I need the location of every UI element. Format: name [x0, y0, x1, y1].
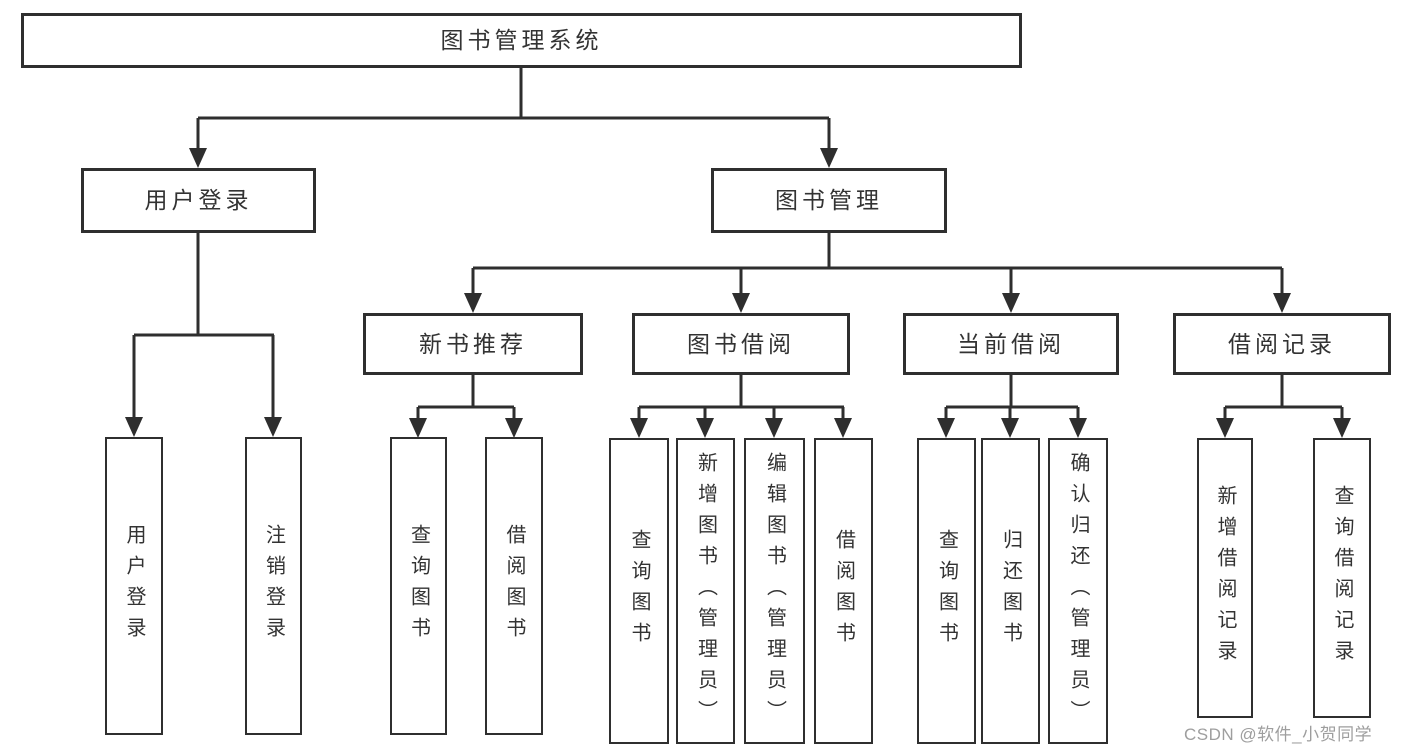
node-leaf-query-book-current-label: 查询图书 [935, 529, 958, 653]
node-book-borrow: 图书借阅 [632, 313, 850, 375]
arrow-down-icon [1216, 418, 1234, 438]
watermark-text: CSDN @软件_小贺同学 [1184, 725, 1373, 744]
arrow-down-icon [409, 418, 427, 438]
node-leaf-borrow-book: 借阅图书 [814, 438, 873, 744]
node-leaf-user-login: 用户登录 [105, 437, 163, 735]
node-current-borrow: 当前借阅 [903, 313, 1119, 375]
node-root: 图书管理系统 [21, 13, 1022, 68]
node-book-mgmt: 图书管理 [711, 168, 947, 233]
arrow-down-icon [464, 293, 482, 313]
node-leaf-query-book-borrow: 查询图书 [609, 438, 669, 744]
arrow-down-icon [1273, 293, 1291, 313]
node-leaf-query-book-borrow-label: 查询图书 [628, 529, 650, 653]
node-leaf-add-borrow-record-label: 新增借阅记录 [1214, 485, 1236, 671]
node-leaf-edit-book-label: 编辑图书（管理员） [763, 451, 786, 731]
node-leaf-query-borrow-record-label: 查询借阅记录 [1331, 485, 1353, 671]
node-leaf-query-book-rec-label: 查询图书 [407, 524, 430, 648]
connector-userlogin-children [125, 233, 282, 437]
connector-bookmgmt-children [464, 233, 1291, 313]
node-leaf-edit-book: 编辑图书（管理员） [744, 438, 805, 744]
node-leaf-user-login-label: 用户登录 [123, 524, 145, 648]
arrow-down-icon [264, 417, 282, 437]
node-borrow-record: 借阅记录 [1173, 313, 1391, 375]
arrow-down-icon [765, 418, 783, 438]
arrow-down-icon [732, 293, 750, 313]
arrow-down-icon [125, 417, 143, 437]
arrow-down-icon [834, 418, 852, 438]
connector-root-to-level2 [189, 68, 838, 168]
node-leaf-add-borrow-record: 新增借阅记录 [1197, 438, 1253, 718]
connector-borrowrecord-children [1216, 375, 1351, 438]
node-leaf-logout-label: 注销登录 [262, 524, 285, 648]
connector-newbookrec-children [409, 375, 523, 438]
connector-bookborrow-children [630, 375, 852, 438]
node-leaf-confirm-return: 确认归还（管理员） [1048, 438, 1108, 744]
node-root-label: 图书管理系统 [440, 27, 603, 53]
arrow-down-icon [1001, 418, 1019, 438]
connector-currentborrow-children [937, 375, 1087, 438]
arrow-down-icon [696, 418, 714, 438]
node-book-borrow-label: 图书借阅 [687, 330, 795, 357]
arrow-down-icon [820, 148, 838, 168]
node-leaf-add-book-label: 新增图书（管理员） [694, 451, 717, 731]
node-leaf-add-book: 新增图书（管理员） [676, 438, 735, 744]
arrow-down-icon [630, 418, 648, 438]
node-leaf-return-book: 归还图书 [981, 438, 1040, 744]
arrow-down-icon [1002, 293, 1020, 313]
arrow-down-icon [505, 418, 523, 438]
node-current-borrow-label: 当前借阅 [957, 330, 1065, 357]
node-user-login-label: 用户登录 [144, 187, 253, 213]
node-leaf-query-book-current: 查询图书 [917, 438, 976, 744]
arrow-down-icon [1069, 418, 1087, 438]
arrow-down-icon [937, 418, 955, 438]
node-borrow-record-label: 借阅记录 [1228, 330, 1336, 357]
node-leaf-query-book-rec: 查询图书 [390, 437, 447, 735]
node-leaf-query-borrow-record: 查询借阅记录 [1313, 438, 1371, 718]
node-leaf-logout: 注销登录 [245, 437, 302, 735]
node-leaf-confirm-return-label: 确认归还（管理员） [1067, 451, 1089, 731]
arrow-down-icon [189, 148, 207, 168]
node-new-book-rec-label: 新书推荐 [419, 330, 527, 357]
node-user-login: 用户登录 [81, 168, 316, 233]
arrow-down-icon [1333, 418, 1351, 438]
node-leaf-return-book-label: 归还图书 [999, 529, 1022, 653]
node-new-book-rec: 新书推荐 [363, 313, 583, 375]
node-leaf-borrow-book-rec: 借阅图书 [485, 437, 543, 735]
node-leaf-borrow-book-label: 借阅图书 [832, 529, 855, 653]
node-leaf-borrow-book-rec-label: 借阅图书 [503, 524, 525, 648]
node-book-mgmt-label: 图书管理 [775, 187, 883, 213]
